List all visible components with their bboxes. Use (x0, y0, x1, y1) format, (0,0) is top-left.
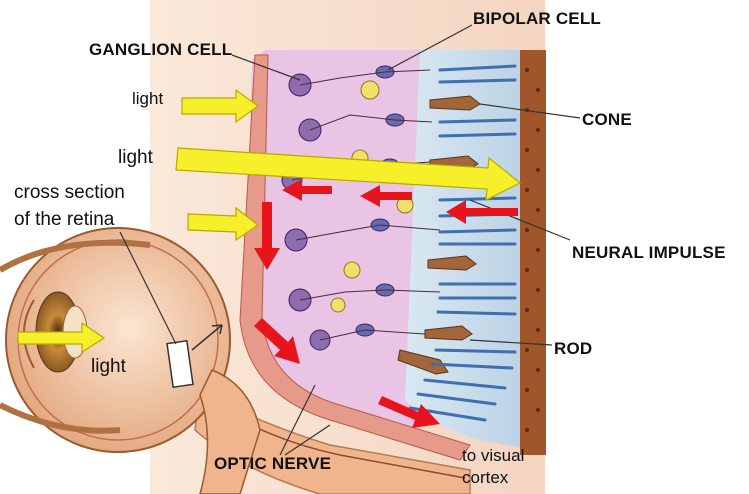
label-cone: CONE (582, 110, 632, 130)
label-optic-nerve: OPTIC NERVE (214, 454, 331, 474)
label-bipolar-cell: BIPOLAR CELL (473, 9, 601, 29)
label-cross-section-line1: cross section (14, 182, 125, 204)
label-light-top: light (132, 89, 163, 109)
label-ganglion-cell: GANGLION CELL (89, 40, 232, 60)
label-neural-impulse: NEURAL IMPULSE (572, 243, 726, 263)
label-rod: ROD (554, 339, 592, 359)
label-to-visual-line2: cortex (462, 468, 508, 488)
label-cross-section-line2: of the retina (14, 209, 114, 231)
label-to-visual-line1: to visual (462, 446, 524, 466)
label-light-middle: light (118, 147, 153, 169)
label-light-eye: light (91, 356, 126, 378)
